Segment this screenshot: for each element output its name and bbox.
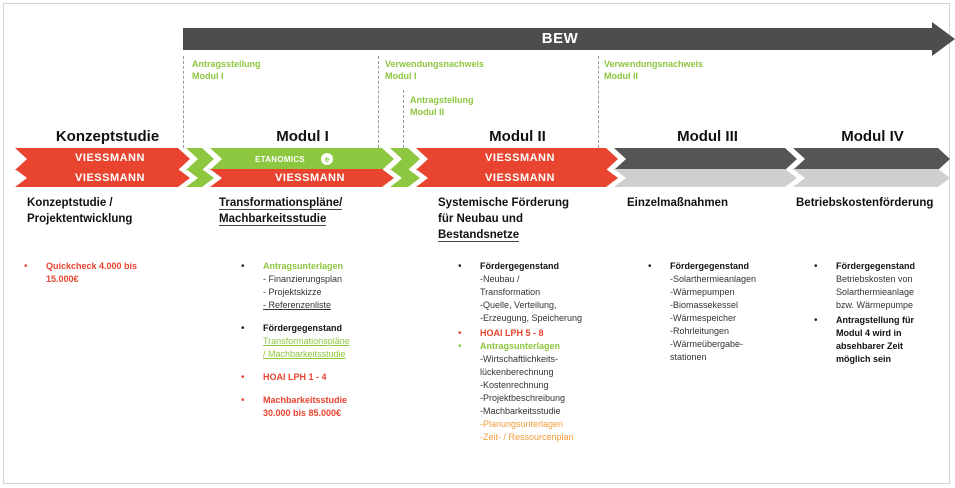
viessmann-logo-modul2-top: VIESSMANN bbox=[485, 152, 555, 164]
viessmann-logo-modul1-bottom: VIESSMANN bbox=[275, 172, 345, 184]
milestone-line-1 bbox=[183, 56, 184, 148]
list-item: • Antragstellung für Modul 4 wird in abs… bbox=[814, 315, 914, 364]
etanomics-logo: ETANOMICS bbox=[254, 155, 306, 164]
chevron-modul4-bottom bbox=[793, 169, 950, 187]
viessmann-logo-modul2-bottom: VIESSMANN bbox=[485, 172, 555, 184]
bew-label: BEW bbox=[541, 30, 579, 47]
subtitle-modul-3: Einzelmaßnahmen bbox=[627, 197, 728, 209]
details-modul-4: • Fördergegenstand Betriebskosten von So… bbox=[806, 260, 951, 374]
chevron-gap2-bottom bbox=[390, 169, 420, 187]
subtitle-konzeptstudie: Konzeptstudie /Projektentwicklung bbox=[27, 197, 133, 225]
viessmann-logo-konzept-bottom: VIESSMANN bbox=[75, 172, 145, 184]
list-item: • Fördergegenstand -Neubau / Transformat… bbox=[458, 261, 583, 323]
details-konzeptstudie: • Quickcheck 4.000 bis 15.000€ bbox=[16, 260, 191, 294]
phase-title-modul-4: Modul IV bbox=[841, 128, 904, 145]
list-item: • HOAI LPH 1 - 4 bbox=[241, 372, 327, 383]
svg-text:e: e bbox=[325, 155, 330, 164]
list-item: • Machbarkeitsstudie 30.000 bis 85.000€ bbox=[241, 395, 348, 418]
chevron-modul3-top bbox=[614, 148, 797, 170]
details-modul-2: • Fördergegenstand -Neubau / Transformat… bbox=[450, 260, 625, 452]
bew-arrow bbox=[183, 22, 955, 56]
list-item: • Quickcheck 4.000 bis 15.000€ bbox=[24, 261, 138, 284]
chevron-modul1-top bbox=[210, 148, 394, 170]
chevron-gap1-bottom bbox=[186, 169, 214, 187]
list-item: • Fördergegenstand -Solarthermieanlagen … bbox=[648, 261, 757, 362]
etanomics-logo-icon bbox=[321, 153, 333, 165]
milestone-line-4 bbox=[598, 56, 599, 148]
chevron-modul4-top bbox=[793, 148, 950, 170]
chevron-konzept-bottom bbox=[15, 169, 190, 187]
chevron-modul2-top bbox=[416, 148, 618, 170]
subtitle-modul-4: Betriebskostenförderung bbox=[796, 197, 934, 209]
list-item: • Fördergegenstand Transformationspläne … bbox=[241, 323, 350, 359]
list-item: • Antragsunterlagen -Wirtschaftlichkeits… bbox=[458, 341, 574, 442]
chevron-gap2-top bbox=[390, 148, 420, 170]
milestone-line-2 bbox=[378, 56, 379, 148]
details-modul-3: • Fördergegenstand -Solarthermieanlagen … bbox=[640, 260, 800, 372]
details-modul-1: • Antragsunterlagen - Finanzierungsplan … bbox=[233, 260, 403, 428]
subtitle-modul-1: Transformationspläne/Machbarkeitsstudie bbox=[219, 197, 343, 226]
chevron-modul3-bottom bbox=[614, 169, 797, 187]
chevron-gap1-top bbox=[186, 148, 214, 170]
list-item: • Fördergegenstand Betriebskosten von So… bbox=[814, 261, 916, 310]
milestone-line-3 bbox=[403, 90, 404, 148]
phase-title-konzeptstudie: Konzeptstudie bbox=[55, 128, 160, 145]
viessmann-logo-konzept-top: VIESSMANN bbox=[75, 152, 145, 164]
list-item: • Antragsunterlagen - Finanzierungsplan … bbox=[241, 261, 344, 310]
list-item: • HOAI LPH 5 - 8 bbox=[458, 328, 544, 339]
chevron-konzept-top bbox=[15, 148, 190, 170]
chevron-modul2-bottom bbox=[416, 169, 618, 187]
phase-title-modul-2: Modul II bbox=[489, 128, 546, 145]
phase-title-modul-3: Modul III bbox=[677, 128, 738, 145]
chevron-modul1-bottom bbox=[210, 169, 394, 187]
slide-frame bbox=[3, 3, 950, 484]
phase-title-modul-1: Modul I bbox=[276, 128, 329, 145]
